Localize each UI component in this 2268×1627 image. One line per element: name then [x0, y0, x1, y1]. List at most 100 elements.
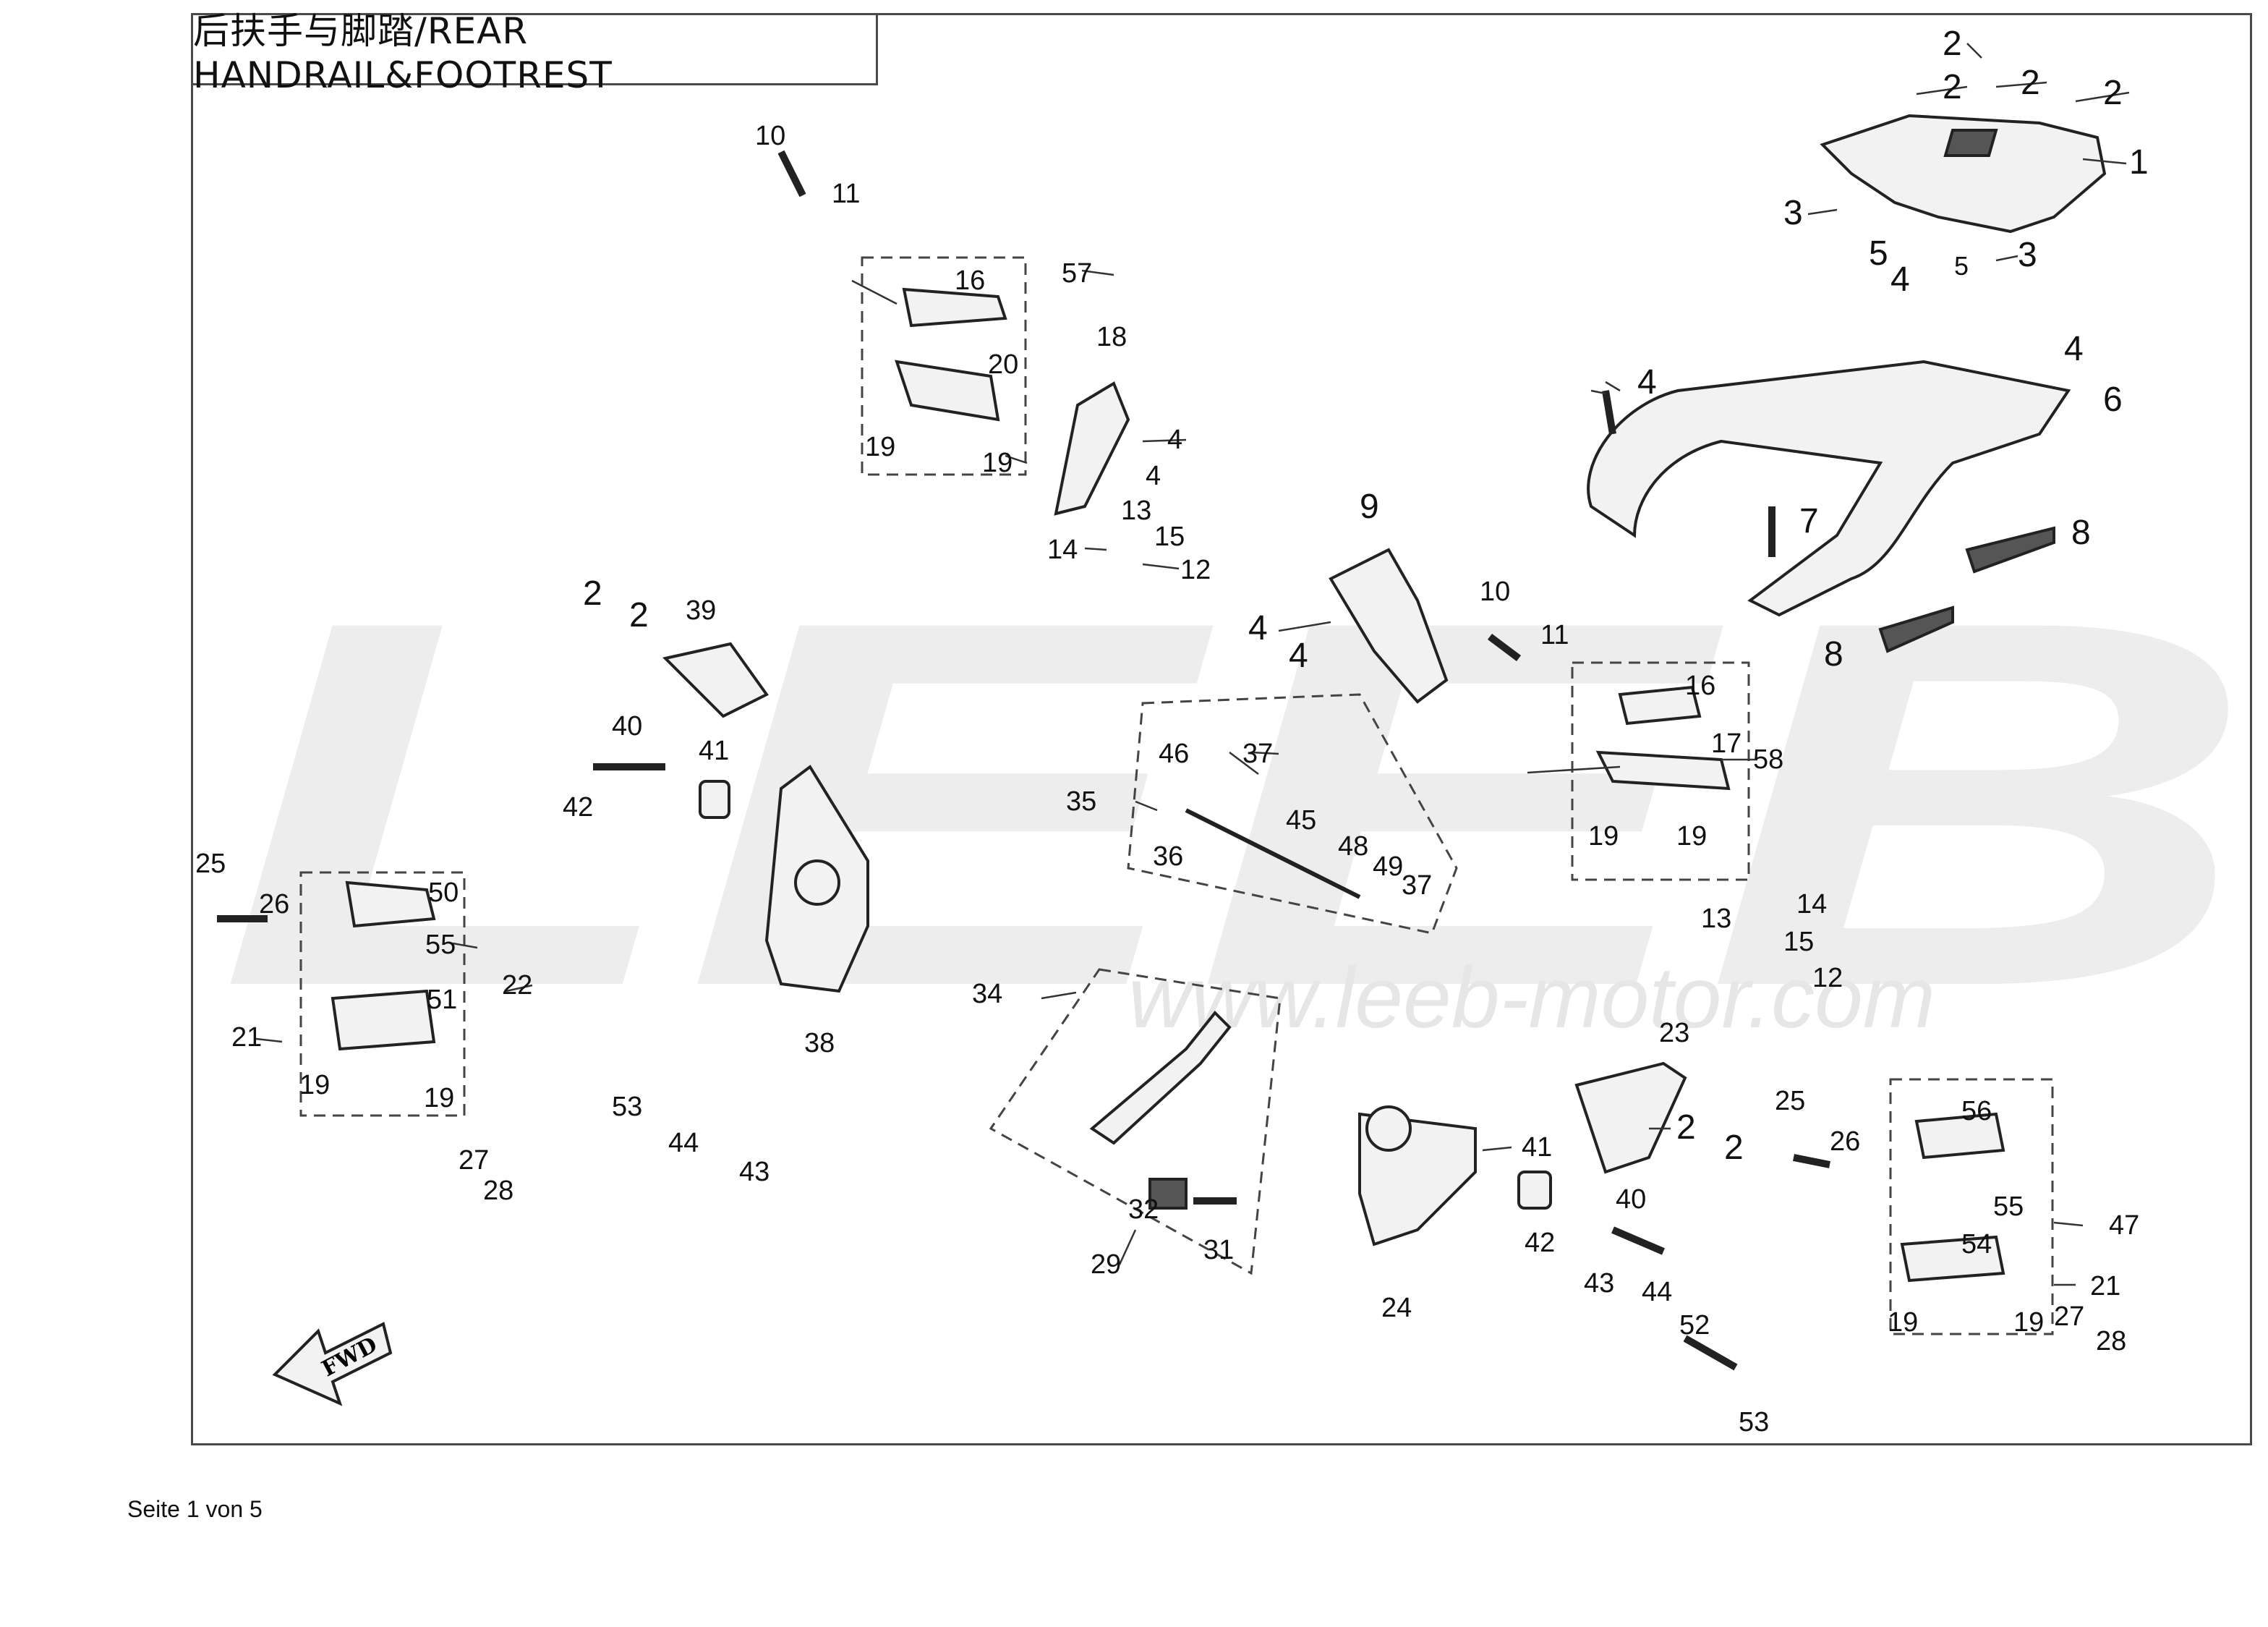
callout-41: 41 — [699, 736, 729, 766]
callout-28: 28 — [2096, 1326, 2126, 1356]
callout-27: 27 — [2054, 1301, 2084, 1332]
callout-39: 39 — [686, 595, 716, 626]
group-22-outline — [299, 871, 466, 1117]
footpeg-pad-16-left — [902, 287, 1007, 328]
callout-3: 3 — [2018, 236, 2037, 274]
watermark-url: www.leeb-motor.com — [1128, 949, 1935, 1046]
callout-41: 41 — [1522, 1132, 1552, 1163]
callout-4: 4 — [1637, 363, 1657, 402]
callout-2: 2 — [1943, 68, 1962, 106]
callout-12: 12 — [1180, 555, 1211, 585]
callout-4: 4 — [1890, 260, 1910, 299]
handrail-cover-slot — [1943, 129, 1998, 157]
footpeg-pad-16-right — [1618, 685, 1702, 726]
callout-38: 38 — [804, 1028, 835, 1058]
plate-38-hole — [794, 859, 840, 906]
callout-57: 57 — [1062, 258, 1092, 289]
leader-line — [452, 942, 478, 949]
callout-58: 58 — [1753, 744, 1783, 775]
leader-lines — [255, 43, 2130, 1286]
callout-19: 19 — [299, 1070, 330, 1100]
callout-23: 23 — [1659, 1018, 1689, 1048]
leader-line — [506, 984, 533, 993]
group-58-outline — [1571, 661, 1750, 881]
callout-16: 16 — [1685, 671, 1715, 701]
callout-54: 54 — [1961, 1229, 1992, 1259]
footpeg-pad-50 — [345, 880, 436, 928]
leader-line — [1229, 752, 1259, 775]
group-57-outline — [861, 256, 1027, 476]
footpeg-54 — [1900, 1235, 2005, 1283]
bracket-39 — [662, 642, 769, 718]
bracket-8-upper — [1965, 526, 2055, 574]
callout-4: 4 — [2064, 330, 2084, 368]
callout-35: 35 — [1066, 786, 1096, 817]
callout-14: 14 — [1796, 889, 1827, 919]
bolt-4 — [1602, 390, 1616, 435]
callout-36: 36 — [1153, 841, 1183, 872]
handrail-cover — [1820, 114, 2107, 234]
callout-14: 14 — [1047, 535, 1078, 565]
callout-2: 2 — [2103, 74, 2123, 112]
group-29-outline — [989, 968, 1282, 1275]
leader-line — [1966, 43, 1982, 59]
callout-31: 31 — [1203, 1235, 1234, 1265]
callout-6: 6 — [2103, 381, 2123, 419]
left-bracket-18 — [1054, 381, 1130, 516]
heel-guard-23 — [1574, 1061, 1687, 1174]
callout-43: 43 — [1584, 1268, 1614, 1299]
leader-line — [2075, 91, 2130, 103]
leader-line — [1084, 547, 1107, 551]
callout-5: 5 — [1869, 234, 1888, 273]
callout-2: 2 — [583, 574, 602, 613]
callout-19: 19 — [982, 448, 1012, 478]
group-outlines — [299, 256, 2054, 1335]
callout-47: 47 — [2109, 1210, 2139, 1241]
callout-40: 40 — [1616, 1184, 1646, 1215]
callout-18: 18 — [1096, 322, 1127, 352]
callout-42: 42 — [563, 792, 593, 823]
callout-26: 26 — [259, 889, 289, 919]
brake-pedal-29 — [1089, 1011, 1232, 1145]
callout-37: 37 — [1402, 870, 1432, 901]
bushing-41-right — [1517, 1171, 1552, 1210]
callout-51: 51 — [427, 985, 457, 1015]
callout-19: 19 — [424, 1083, 454, 1113]
callout-21: 21 — [231, 1022, 262, 1053]
callout-37: 37 — [1242, 739, 1273, 769]
callout-7: 7 — [1799, 502, 1819, 540]
footpeg-17 — [1595, 750, 1731, 791]
callout-42: 42 — [1525, 1228, 1555, 1258]
footpeg-20 — [895, 360, 1000, 422]
leader-line — [1590, 389, 1606, 395]
callout-34: 34 — [972, 979, 1002, 1009]
callout-13: 13 — [1701, 904, 1731, 934]
handrail-frame — [1587, 360, 2071, 617]
callout-56: 56 — [1961, 1096, 1992, 1126]
callout-12: 12 — [1812, 963, 1843, 993]
spring-32 — [1148, 1178, 1188, 1210]
callout-53: 53 — [1739, 1407, 1769, 1437]
leader-line — [2053, 1221, 2084, 1227]
bolt-40-right — [1611, 1226, 1665, 1255]
leader-line — [1142, 438, 1187, 443]
leader-line — [1005, 454, 1028, 464]
callout-21: 21 — [2090, 1271, 2120, 1301]
callout-24: 24 — [1381, 1293, 1412, 1323]
pin-10 — [777, 150, 806, 197]
leader-line — [2082, 158, 2127, 165]
callout-4: 4 — [1248, 609, 1268, 647]
callout-50: 50 — [428, 878, 459, 908]
callout-48: 48 — [1338, 831, 1368, 862]
group-47-outline — [1889, 1078, 2054, 1335]
leader-line — [255, 1037, 283, 1043]
leader-line — [1278, 621, 1331, 632]
callout-2: 2 — [1724, 1129, 1744, 1167]
callout-10: 10 — [1480, 577, 1510, 607]
footpeg-pad-56 — [1914, 1112, 2005, 1160]
bracket-8-lower — [1878, 606, 1954, 653]
shaft-45 — [1185, 808, 1361, 899]
callout-45: 45 — [1286, 805, 1316, 836]
callout-16: 16 — [955, 265, 985, 296]
